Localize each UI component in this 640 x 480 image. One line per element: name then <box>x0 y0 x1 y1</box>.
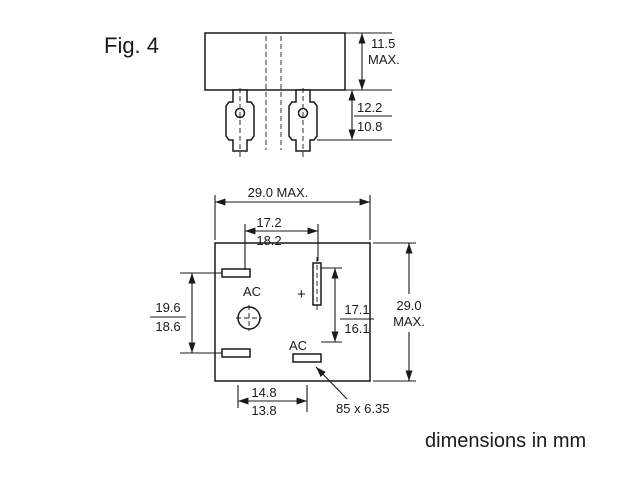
dimension-pin-length: 12.2 10.8 <box>317 90 392 141</box>
dim-height-value: 11.5 <box>371 36 395 51</box>
terminal-top-left <box>221 268 251 278</box>
dim-bottom-upper: 14.8 <box>251 385 276 400</box>
terminal-bottom-right <box>292 353 322 363</box>
dim-height-qualifier: MAX. <box>368 52 400 67</box>
side-view: 11.5 MAX. 12.2 10.8 <box>204 32 400 158</box>
dim-pin-spacing-upper: 17.2 <box>256 215 281 230</box>
dim-overall-height-qualifier: MAX. <box>393 314 425 329</box>
dim-pin-lower: 10.8 <box>357 119 382 134</box>
ac-label-top: AC <box>243 284 261 299</box>
dimension-overall-height: 29.0 MAX. <box>373 242 425 382</box>
plus-label: + <box>297 286 306 303</box>
dimension-left-span: 19.6 18.6 <box>150 272 222 354</box>
figure-title: Fig. 4 <box>104 33 159 58</box>
dim-left-upper: 19.6 <box>155 300 180 315</box>
terminal-size-note: 85 x 6.35 <box>336 401 390 416</box>
dim-pin-spacing-lower: 18.2 <box>256 233 281 248</box>
leader-arrow <box>315 366 348 400</box>
dimension-bottom-span: 14.8 13.8 <box>237 385 308 418</box>
dim-inner-right-upper: 17.1 <box>344 302 369 317</box>
dim-inner-right-lower: 16.1 <box>344 321 369 336</box>
dim-bottom-lower: 13.8 <box>251 403 276 418</box>
side-view-body <box>204 32 346 91</box>
ac-label-bottom: AC <box>289 338 307 353</box>
dimension-pin-spacing: 17.2 18.2 <box>244 215 319 270</box>
dim-left-lower: 18.6 <box>155 319 180 334</box>
dim-overall-height-value: 29.0 <box>396 298 421 313</box>
dimension-body-height: 11.5 MAX. <box>345 32 400 91</box>
terminal-bottom-left <box>221 348 251 358</box>
dim-overall-width: 29.0 MAX. <box>248 185 309 200</box>
top-view: AC AC + 29.0 MAX. 17.2 18.2 <box>150 185 425 418</box>
pin-left <box>225 88 255 158</box>
terminal-size-callout: 85 x 6.35 <box>315 366 390 416</box>
dimension-inner-right-span: 17.1 16.1 <box>321 267 374 343</box>
mounting-hole <box>236 305 262 331</box>
units-note: dimensions in mm <box>425 430 586 452</box>
dimension-overall-width: 29.0 MAX. <box>214 185 371 240</box>
pin-right <box>288 88 318 158</box>
dim-pin-upper: 12.2 <box>357 100 382 115</box>
